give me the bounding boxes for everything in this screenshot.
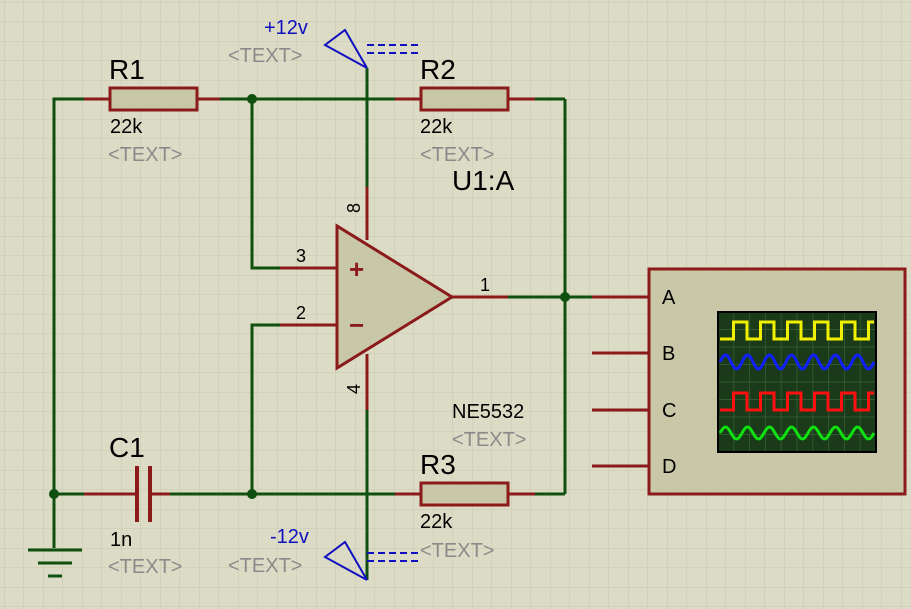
pin-4-label: 4 — [344, 384, 364, 394]
r1-value-label: 22k — [110, 116, 143, 138]
pin-1-label: 1 — [480, 275, 490, 295]
c1-text-placeholder: <TEXT> — [108, 556, 182, 578]
scope-channel-b-label: B — [662, 343, 675, 365]
wire-left-vertical — [52, 97, 84, 496]
vneg-label: -12v — [270, 526, 309, 548]
pin-8-label: 8 — [344, 203, 364, 213]
junction-dot — [560, 292, 570, 302]
wires — [52, 68, 592, 580]
r3-value-label: 22k — [420, 511, 453, 533]
pin-2-label: 2 — [296, 303, 306, 323]
resistor-r2[interactable]: R2 22k <TEXT> — [395, 54, 535, 166]
vpos-label: +12v — [264, 17, 308, 39]
r2-value-label: 22k — [420, 116, 453, 138]
capacitor-c1[interactable]: C1 1n <TEXT> — [84, 432, 182, 578]
resistor-r3[interactable]: R3 22k — [395, 449, 535, 533]
r3-text-placeholder: <TEXT> — [420, 540, 494, 562]
u1-ref-label: U1:A — [452, 165, 515, 196]
junction-dot — [49, 489, 59, 499]
scope-trace-d — [718, 425, 876, 441]
r3-ref-label: R3 — [420, 449, 456, 480]
junctions — [49, 94, 570, 499]
junction-dot — [247, 489, 257, 499]
scope-trace-b — [718, 353, 876, 371]
u1-text-placeholder: <TEXT> — [452, 429, 526, 451]
vneg-text-placeholder: <TEXT> — [228, 555, 302, 577]
scope-trace-c — [720, 391, 874, 412]
r2-text-placeholder: <TEXT> — [420, 144, 494, 166]
u1-part-label: NE5532 — [452, 401, 524, 423]
pin-3-label: 3 — [296, 246, 306, 266]
resistor-r1[interactable]: R1 22k <TEXT> — [84, 54, 220, 166]
r1-text-placeholder: <TEXT> — [108, 144, 182, 166]
opamp-u1[interactable]: + − 3 2 1 8 4 U1:A NE5532 <TEXT> — [280, 165, 526, 451]
wire-inv — [250, 323, 280, 494]
c1-ref-label: C1 — [109, 432, 145, 463]
power-terminal-negative[interactable]: -12v <TEXT> <TEXT> — [228, 526, 494, 581]
vpos-text-placeholder: <TEXT> — [228, 45, 302, 67]
oscilloscope[interactable]: A B C D — [592, 267, 907, 496]
r2-ref-label: R2 — [420, 54, 456, 85]
opamp-minus-sign: − — [349, 310, 364, 340]
scope-trace-a — [720, 320, 874, 341]
power-terminal-positive[interactable]: +12v <TEXT> — [228, 17, 418, 69]
opamp-plus-sign: + — [349, 254, 364, 284]
ground-symbol — [28, 548, 82, 578]
scope-channel-d-label: D — [662, 456, 676, 478]
r1-ref-label: R1 — [109, 54, 145, 85]
scope-channel-a-label: A — [662, 287, 676, 309]
scope-channel-c-label: C — [662, 400, 676, 422]
junction-dot — [247, 94, 257, 104]
wire-noninv — [250, 99, 280, 270]
c1-value-label: 1n — [110, 529, 132, 551]
